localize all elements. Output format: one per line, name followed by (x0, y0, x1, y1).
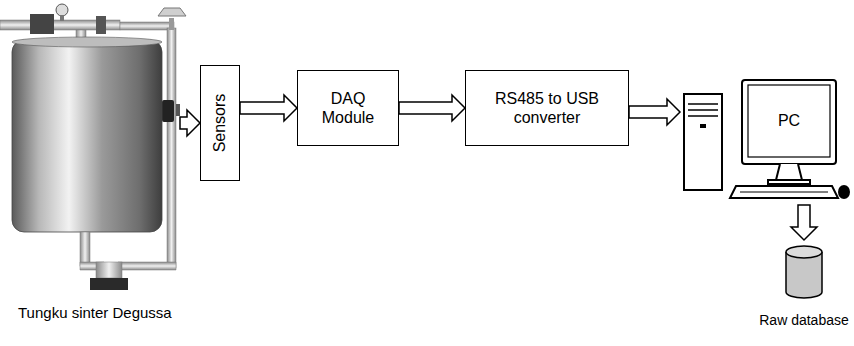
database-cylinder (786, 246, 822, 298)
furnace-illustration (0, 4, 186, 290)
database-figure: Raw database (758, 240, 850, 340)
computer-figure: PC (680, 78, 850, 205)
box-label: RS485 to USB converter (484, 89, 610, 127)
figure-label: Raw database (758, 312, 850, 329)
process-box: DAQ Module (297, 70, 399, 146)
sensor-box: Sensors (200, 65, 240, 181)
process-box: RS485 to USB converter (465, 70, 629, 146)
box-label: DAQ Module (306, 89, 390, 127)
block-arrow (629, 99, 680, 125)
block-arrow (180, 110, 200, 136)
figure-label: PC (748, 85, 830, 157)
figure-label: Tungku sinter Degussa (18, 304, 172, 322)
block-arrow (399, 95, 465, 121)
furnace-figure: Tungku sinter Degussa (0, 0, 180, 340)
block-arrow (240, 95, 297, 121)
box-label: Sensors (210, 94, 229, 153)
computer-illustration (684, 80, 849, 198)
block-arrow (791, 205, 817, 240)
